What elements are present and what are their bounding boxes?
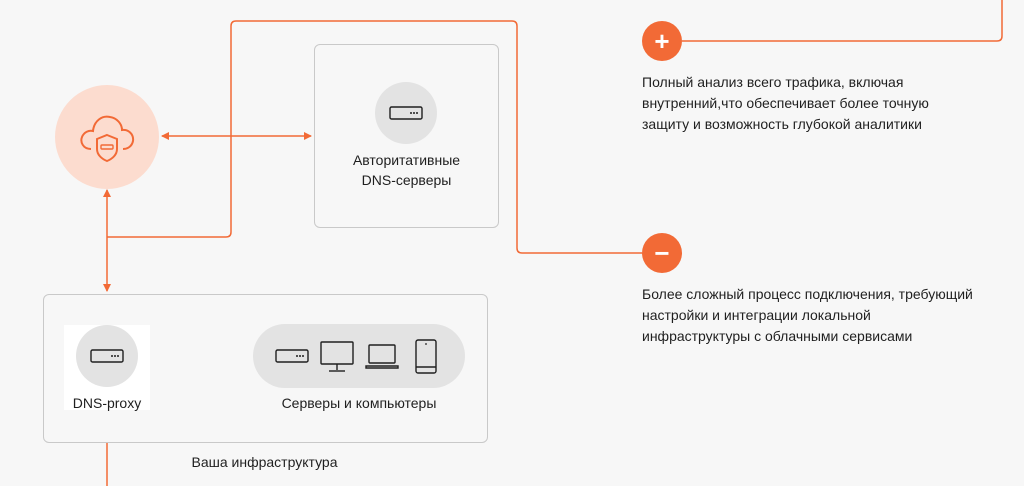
- cloud-shield-icon: [80, 115, 135, 163]
- authoritative-dns-label-line2: DNS-серверы: [361, 172, 452, 188]
- authoritative-dns-box: Авторитативные DNS-серверы: [314, 44, 499, 228]
- laptop-icon: [365, 344, 399, 369]
- cloud-node: [55, 85, 159, 189]
- pros-text: Полный анализ всего трафика, включая вну…: [642, 72, 972, 135]
- cons-text-line2: настройки и интеграции локальной: [642, 307, 871, 323]
- dns-proxy-label: DNS-proxy: [72, 395, 142, 411]
- traffic-path: [107, 20, 642, 254]
- authoritative-dns-label-line1: Авторитативные: [352, 152, 461, 168]
- plus-connector: [682, 0, 1003, 42]
- cons-text-line3: инфраструктуры с облачными сервисами: [642, 328, 913, 344]
- server-icon: [389, 106, 423, 120]
- pros-text-line3: защиту и возможность глубокой аналитики: [642, 116, 922, 132]
- tablet-icon: [415, 339, 437, 374]
- authoritative-dns-label: Авторитативные DNS-серверы: [315, 150, 498, 190]
- monitor-icon: [320, 341, 354, 372]
- server-icon: [275, 349, 309, 363]
- authoritative-dns-icon-bg: [375, 82, 437, 144]
- cons-text: Более сложный процесс подключения, требу…: [642, 284, 1012, 347]
- dns-proxy-icon-bg: [76, 325, 138, 387]
- plus-icon: +: [642, 21, 682, 61]
- server-icon: [90, 349, 124, 363]
- infrastructure-caption: Ваша инфраструктура: [191, 454, 338, 470]
- cons-text-line1: Более сложный процесс подключения, требу…: [642, 286, 973, 302]
- pros-text-line2: внутренний,что обеспечивает более точную: [642, 95, 929, 111]
- pros-text-line1: Полный анализ всего трафика, включая: [642, 74, 904, 90]
- devices-label: Серверы и компьютеры: [281, 395, 437, 411]
- minus-icon: −: [642, 233, 682, 273]
- devices-pill: [253, 324, 465, 388]
